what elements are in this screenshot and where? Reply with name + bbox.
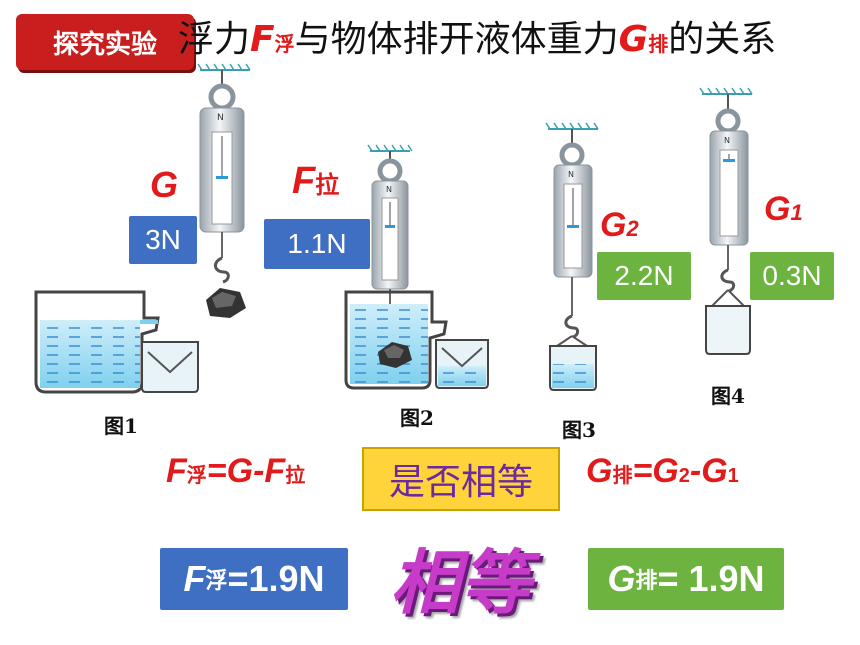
- fig4-spring-scale: [699, 87, 753, 309]
- fig1-spring-scale: [197, 63, 251, 318]
- fig2-label: F拉: [292, 160, 340, 202]
- conclusion-equal: 相等: [390, 542, 530, 624]
- fig4-label: G1: [764, 190, 803, 228]
- fig2-overflow-beaker: [344, 290, 448, 390]
- fig4-caption: 图4: [711, 384, 745, 408]
- fig1-overflow-beaker: [34, 290, 160, 394]
- fig2-value-box: 1.1N: [264, 219, 370, 269]
- experiment-tag: 探究实验: [16, 14, 194, 70]
- fig2-scale-unit: N: [386, 185, 392, 194]
- fig3-label: G2: [600, 206, 639, 244]
- buoyancy-formula: F浮=G-F拉: [166, 452, 306, 490]
- fig3-caption: 图3: [562, 418, 596, 442]
- fig1-scale-unit: N: [217, 113, 224, 123]
- fig4-scale-unit: N: [724, 136, 730, 145]
- fig4-value-box: 0.3N: [750, 252, 834, 300]
- fig1-value-box: 3N: [129, 216, 197, 264]
- fig3-scale-unit: N: [568, 170, 574, 179]
- fig1-caption: 图1: [104, 414, 138, 438]
- fig3-value-box: 2.2N: [597, 252, 691, 300]
- fig1-label: G: [150, 164, 179, 205]
- fig2-caption: 图2: [400, 406, 434, 430]
- question-box: 是否相等: [362, 447, 560, 511]
- fig2-catch-cup: [435, 339, 489, 389]
- fig3-spring-scale: [545, 122, 599, 349]
- fig3-cup-with-water: [549, 345, 597, 391]
- fig4-empty-cup: [705, 305, 751, 355]
- page-title: 浮力F浮与物体排开液体重力G排的关系: [178, 19, 777, 60]
- fig1-catch-cup: [141, 341, 199, 393]
- displaced-weight-formula: G排=G2-G1: [586, 452, 739, 490]
